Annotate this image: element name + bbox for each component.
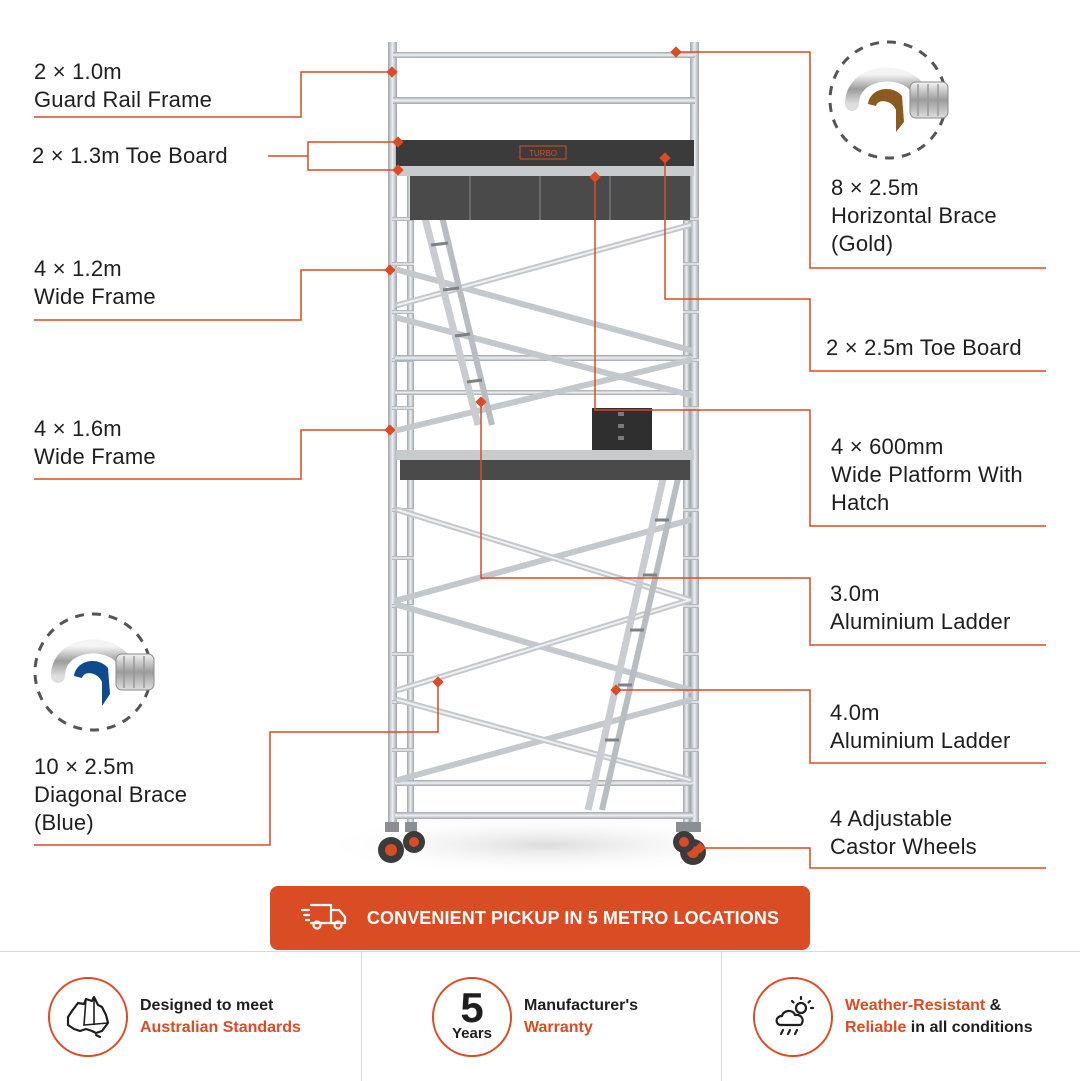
label-castor-wheels: 4 Adjustable Castor Wheels bbox=[830, 806, 977, 859]
right-upright-inner bbox=[683, 168, 690, 822]
label-wide-frame-1-2m: 4 × 1.2m Wide Frame bbox=[34, 256, 156, 309]
feature-divider bbox=[721, 952, 722, 1081]
label-diagonal-brace: 10 × 2.5m Diagonal Brace (Blue) bbox=[34, 754, 188, 835]
feature-warranty: 5 Years Manufacturer's Warranty bbox=[432, 952, 638, 1081]
feature-text: Designed to meet Australian Standards bbox=[140, 996, 301, 1036]
five-years-icon: 5 Years bbox=[432, 976, 512, 1057]
castor-wheel-left-back bbox=[403, 822, 425, 853]
label-toe-board-2-5m: 2 × 2.5m Toe Board bbox=[826, 335, 1022, 360]
guard-rail-mid bbox=[393, 97, 695, 104]
toe-board-top bbox=[396, 140, 694, 166]
delivery-van-icon bbox=[300, 901, 349, 936]
leader-ladder-30 bbox=[480, 402, 1046, 646]
label-ladder-4m: 4.0m Aluminium Ladder bbox=[830, 700, 1011, 753]
callout-dots bbox=[384, 46, 706, 854]
leader-toe-board-25 bbox=[664, 158, 1046, 372]
floor-shadow bbox=[315, 815, 775, 875]
left-upright-inner bbox=[407, 168, 414, 822]
aluminium-ladder-4m bbox=[584, 469, 683, 811]
frame-rungs bbox=[392, 217, 699, 752]
leader-diagonal-brace bbox=[34, 682, 439, 846]
label-wide-platform: 4 × 600mm Wide Platform With Hatch bbox=[831, 434, 1023, 515]
leader-toe-board-13b bbox=[307, 156, 398, 171]
label-horizontal-brace: 8 × 2.5m Horizontal Brace (Gold) bbox=[831, 175, 997, 256]
platform-logo: TURBO bbox=[529, 149, 557, 158]
weather-icon bbox=[753, 976, 833, 1057]
label-wide-frame-1-6m: 4 × 1.6m Wide Frame bbox=[34, 416, 156, 469]
leader-wide-frame-12 bbox=[34, 269, 390, 321]
scaffold-tower: TURBO bbox=[378, 42, 706, 865]
right-upright-outer bbox=[690, 42, 699, 822]
feature-weather-resistant: Weather-Resistant & Reliable in all cond… bbox=[753, 952, 1033, 1081]
feature-divider bbox=[361, 952, 362, 1081]
castor-wheels bbox=[378, 822, 706, 865]
label-ladder-3m: 3.0m Aluminium Ladder bbox=[830, 581, 1011, 634]
leader-horizontal-brace bbox=[676, 51, 1046, 269]
top-platform: TURBO bbox=[396, 140, 694, 220]
lower-platform bbox=[396, 408, 694, 480]
gold-clamp-detail bbox=[828, 40, 949, 160]
platform-logo-frame bbox=[519, 145, 567, 160]
leader-platform bbox=[594, 177, 1046, 527]
blue-clamp-detail bbox=[33, 612, 155, 732]
leader-toe-board-13 bbox=[268, 141, 398, 157]
label-toe-board-1-3m: 2 × 1.3m Toe Board bbox=[32, 143, 228, 168]
callout-lines bbox=[34, 51, 1046, 869]
label-guard-rail-frame: 2 × 1.0m Guard Rail Frame bbox=[34, 59, 213, 112]
leader-wide-frame-16 bbox=[34, 429, 390, 480]
diagonal-braces bbox=[395, 222, 693, 783]
castor-wheel-left-front bbox=[378, 822, 404, 863]
castor-wheel-right-back bbox=[673, 822, 695, 853]
leader-ladder-40 bbox=[616, 689, 1046, 764]
pickup-badge: CONVENIENT PICKUP IN 5 METRO LOCATIONS bbox=[270, 886, 810, 950]
australia-map-icon bbox=[48, 976, 128, 1057]
platform-deck-top bbox=[410, 176, 690, 220]
feature-text: Manufacturer's Warranty bbox=[524, 996, 639, 1036]
pickup-badge-text: CONVENIENT PICKUP IN 5 METRO LOCATIONS bbox=[366, 907, 780, 928]
feature-strip: Designed to meet Australian Standards 5 … bbox=[0, 951, 1080, 1081]
leader-guard-rail bbox=[34, 71, 392, 118]
feature-text: Weather-Resistant & Reliable in all cond… bbox=[845, 996, 1033, 1036]
feature-australian-standards: Designed to meet Australian Standards bbox=[48, 952, 301, 1081]
leader-castors bbox=[700, 847, 1046, 869]
guard-rail-top bbox=[393, 52, 695, 58]
